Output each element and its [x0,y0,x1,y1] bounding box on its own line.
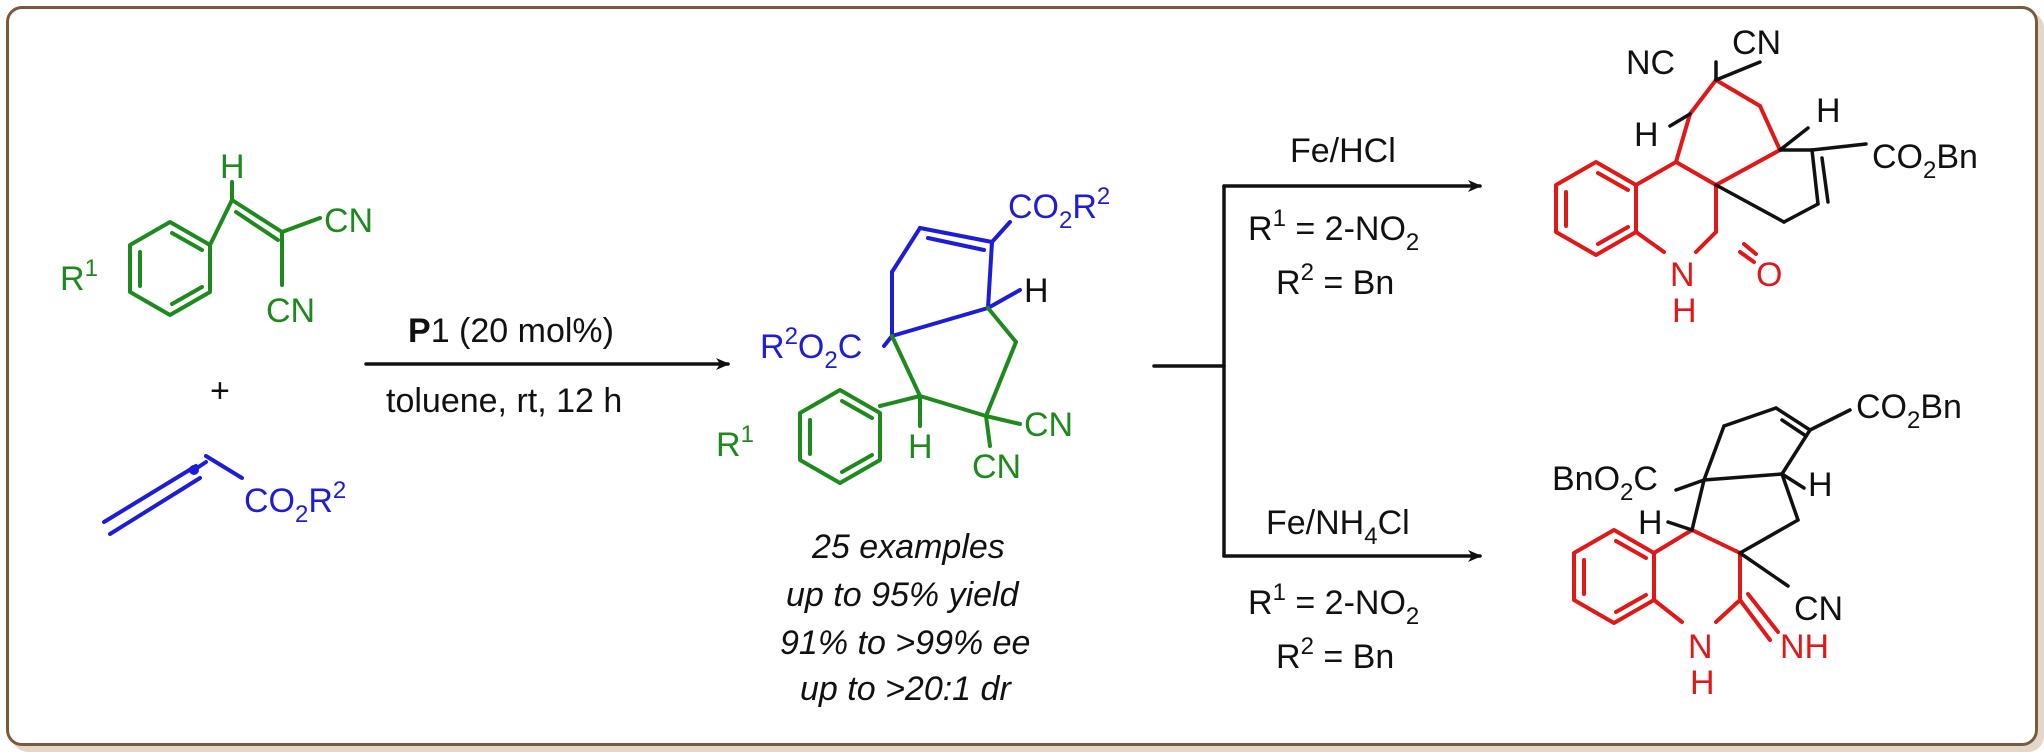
top-product-structure [1554,60,1868,264]
bottom-product-h-right-label: H [1808,466,1833,504]
allenoate [102,454,244,536]
bottom-r2-condition: R2 = Bn [1276,633,1394,676]
allenoate-ester-label: CO2R2 [244,477,346,528]
top-product-n-label: N [1670,256,1695,294]
stats-line-1: 25 examples [811,528,1005,566]
bottom-product-imine-label: NH [1780,628,1829,666]
main-product-structure [798,220,1022,485]
bottom-product-cn-label: CN [1794,590,1843,628]
product-cn-right-label: CN [1024,406,1073,444]
benzylidene-malononitrile [128,180,322,317]
alkene-h-label: H [220,148,245,186]
product-h-right-label: H [1024,272,1049,310]
bottom-product-ester-right-label: CO2Bn [1856,388,1962,434]
stats-line-4: up to >20:1 dr [800,670,1012,708]
bottom-r1-condition: R1 = 2-NO2 [1248,579,1419,630]
bottom-product-nh-h-label: H [1690,664,1715,702]
alkene-r1-label: R1 [60,255,98,298]
top-product-ester-label: CO2Bn [1872,138,1978,184]
catalyst-label: P1 (20 mol%) [408,312,614,350]
top-product-nc-label: NC [1626,44,1675,82]
top-product-h-right-label: H [1816,92,1841,130]
alkene-cn-top-label: CN [324,202,373,240]
product-r1-label: R1 [716,421,754,464]
top-product-o-label: O [1756,256,1782,294]
bottom-product-n-label: N [1688,628,1713,666]
stats-line-3: 91% to >99% ee [780,624,1030,662]
top-reagent-label: Fe/HCl [1290,132,1396,170]
stats-line-2: up to 95% yield [786,576,1020,614]
scheme-frame [6,6,2038,746]
product-ester-top-label: CO2R2 [1008,183,1110,234]
product-h-bottom-label: H [908,428,933,466]
top-product-cn-label: CN [1732,24,1781,62]
top-r2-condition: R2 = Bn [1276,259,1394,302]
product-cn-bottom-label: CN [972,448,1021,486]
product-ester-left-label: R2O2C [760,323,862,374]
bottom-product-h-left-label: H [1638,504,1663,542]
conditions-label: toluene, rt, 12 h [386,382,622,420]
plus-sign: + [210,372,230,410]
top-product-nh-h-label: H [1672,292,1697,330]
alkene-cn-bottom-label: CN [266,292,315,330]
bottom-product-ester-left-label: BnO2C [1552,460,1658,506]
bottom-reagent-label: Fe/NH4Cl [1266,504,1410,550]
bottom-product-structure [1572,406,1852,642]
top-r1-condition: R1 = 2-NO2 [1248,205,1419,256]
top-product-h-left-label: H [1634,116,1659,154]
